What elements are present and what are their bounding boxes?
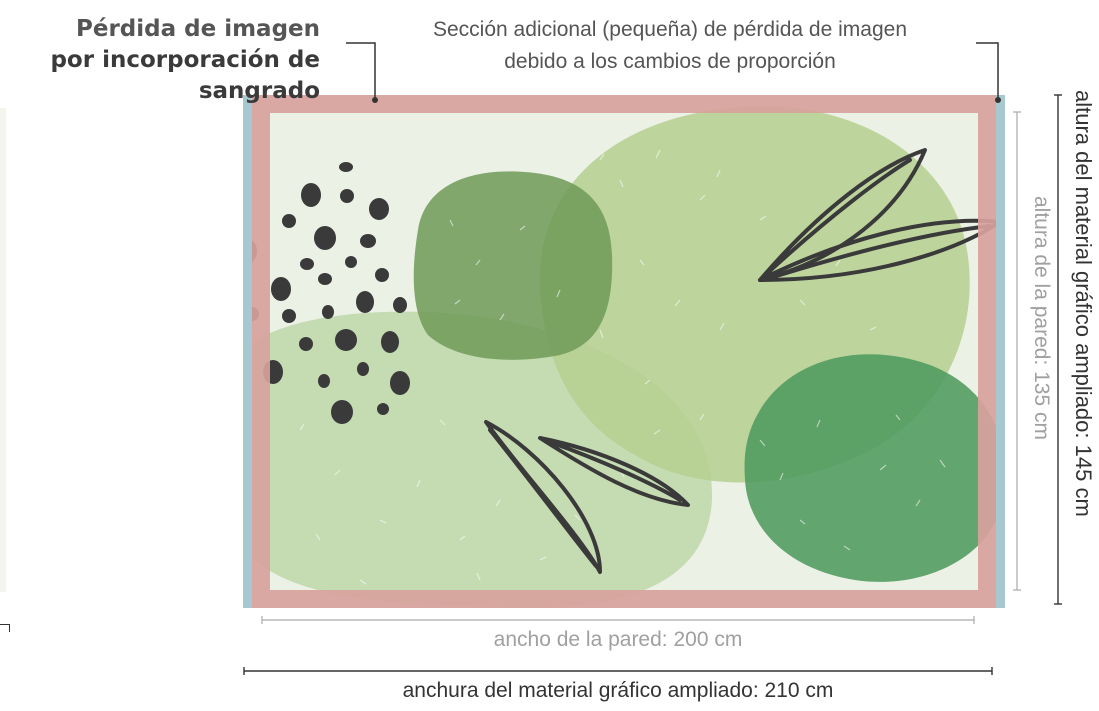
bleed-loss-line-1: Pérdida de imagen	[75, 16, 320, 42]
wall-height-label: altura de la pared: 135 cm	[1030, 196, 1053, 440]
bleed-loss-line-2: por incorporación de	[50, 47, 320, 73]
dimension-wall-width	[261, 616, 975, 624]
dimension-material-width	[243, 667, 993, 675]
bleed-loss-line-3: sangrado	[198, 78, 320, 104]
forest-blob	[744, 354, 1005, 582]
bleed-loss-callout: Pérdida de imagen por incorporación de s…	[14, 14, 320, 107]
dimension-tick	[0, 624, 10, 632]
material-width-label: anchura del material gráfico ampliado: 2…	[402, 679, 834, 702]
mural-artwork	[243, 95, 1005, 608]
adjacent-panel-edge	[0, 108, 6, 592]
dark-olive-blob	[413, 171, 613, 360]
callout-leaders	[346, 42, 999, 100]
dimension-wall-height	[1013, 111, 1021, 591]
ratio-loss-callout: Sección adicional (pequeña) de pérdida d…	[360, 14, 980, 78]
ratio-loss-strip-right	[996, 95, 1005, 608]
ratio-loss-strip-left	[243, 95, 252, 608]
wall-width-label: ancho de la pared: 200 cm	[493, 628, 743, 651]
ratio-loss-line-1: Sección adicional (pequeña) de pérdida d…	[433, 18, 907, 41]
callout-dot-bleed	[372, 97, 378, 103]
dimension-material-height	[1054, 94, 1062, 605]
material-height-label: altura del material gráfico ampliado: 14…	[1071, 90, 1096, 517]
ratio-loss-line-2: debido a los cambios de proporción	[504, 50, 836, 73]
dark-dots	[243, 162, 410, 424]
callout-dot-ratio	[995, 97, 1001, 103]
texture-specks	[299, 149, 946, 585]
